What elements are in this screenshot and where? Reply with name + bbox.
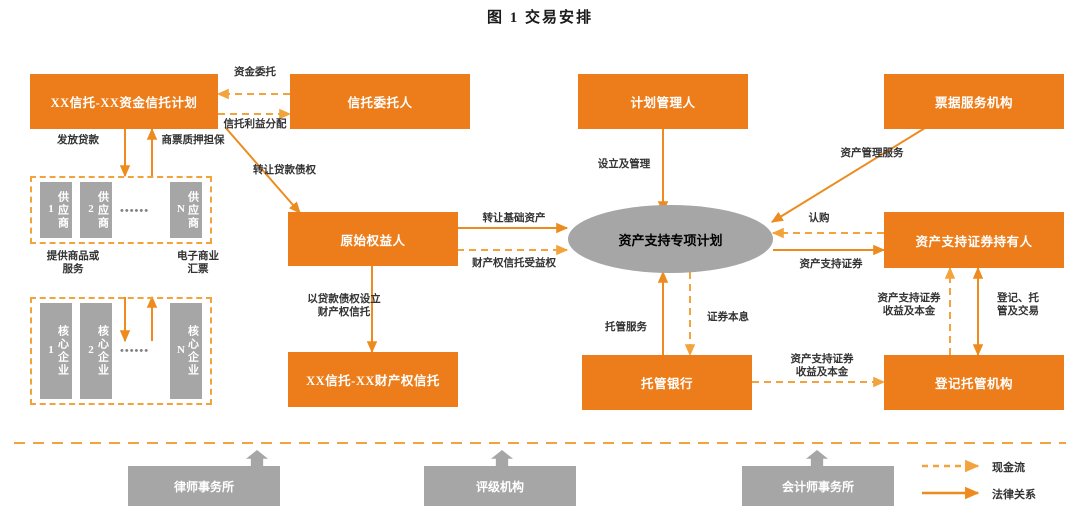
label-e-bill: 电子商业 汇票 [177,251,219,276]
node-trustor[interactable]: 信托委托人 [290,74,470,129]
node-plan-manager[interactable]: 计划管理人 [578,74,748,129]
legend-label-legal-relation: 法律关系 [992,489,1036,501]
label-register-custody-trade: 登记、托 管及交易 [997,293,1039,318]
node-core-firm-2[interactable]: 核心企业 2 [80,303,112,399]
label-subscribe: 认购 [808,213,830,224]
label-trust-benefit: 信托利益分配 [223,119,287,130]
node-trust-plan[interactable]: XX信托-XX资金信托计划 [30,74,218,129]
node-supplier-2[interactable]: 供应商 2 [80,182,112,238]
node-law-firm[interactable]: 律师事务所 [128,466,280,506]
label-bond-principal-interest: 证券本息 [707,312,749,323]
legend-symbols [922,459,980,500]
label-abs-income-principal-1: 资产支持证券 收益及本金 [877,293,941,318]
node-custodian-bank[interactable]: 托管银行 [582,355,752,410]
node-core-firm-n[interactable]: 核心企业 N [170,303,202,399]
legend-label-cash-flow: 现金流 [992,462,1025,474]
node-supplier-n[interactable]: 供应商 N [170,182,202,238]
node-property-trust[interactable]: XX信托-XX财产权信托 [288,352,458,407]
label-transfer-base-asset: 转让基础资产 [482,213,546,224]
label-transfer-loan-claim: 转让贷款债权 [253,165,316,176]
core-firms-group [30,297,212,405]
node-spv[interactable]: 资产支持专项计划 [568,205,773,273]
label-grant-loan: 发放贷款 [57,135,99,146]
node-supplier-1[interactable]: 供应商 1 [40,182,72,238]
node-rating-agency[interactable]: 评级机构 [424,466,576,506]
label-asset-mgmt-service: 资产管理服务 [840,148,904,159]
label-abs: 资产支持证券 [799,259,863,270]
node-accounting-firm[interactable]: 会计师事务所 [742,466,894,506]
label-setup-manage: 设立及管理 [597,159,651,170]
core-firms-ellipsis: •••••• [120,345,150,357]
node-core-firm-1[interactable]: 核心企业 1 [40,303,72,399]
label-property-trust-benefit: 财产权信托受益权 [472,258,556,269]
node-originator[interactable]: 原始权益人 [288,212,458,266]
node-bill-service[interactable]: 票据服务机构 [884,74,1064,129]
label-set-property-trust: 以贷款债权设立 财产权信托 [307,294,381,319]
node-abs-holder[interactable]: 资产支持证券持有人 [884,212,1064,268]
suppliers-group [30,176,212,244]
label-fund-entrust: 资金委托 [234,67,276,78]
label-bill-pledge: 商票质押担保 [161,135,225,146]
label-custody-service: 托管服务 [605,322,647,333]
node-registrar[interactable]: 登记托管机构 [884,355,1064,410]
suppliers-ellipsis: •••••• [120,205,150,217]
label-abs-income-principal-2: 资产支持证券 收益及本金 [790,354,854,379]
figure-title: 图 1 交易安排 [486,10,593,26]
label-provide-goods: 提供商品或 服务 [46,251,100,276]
